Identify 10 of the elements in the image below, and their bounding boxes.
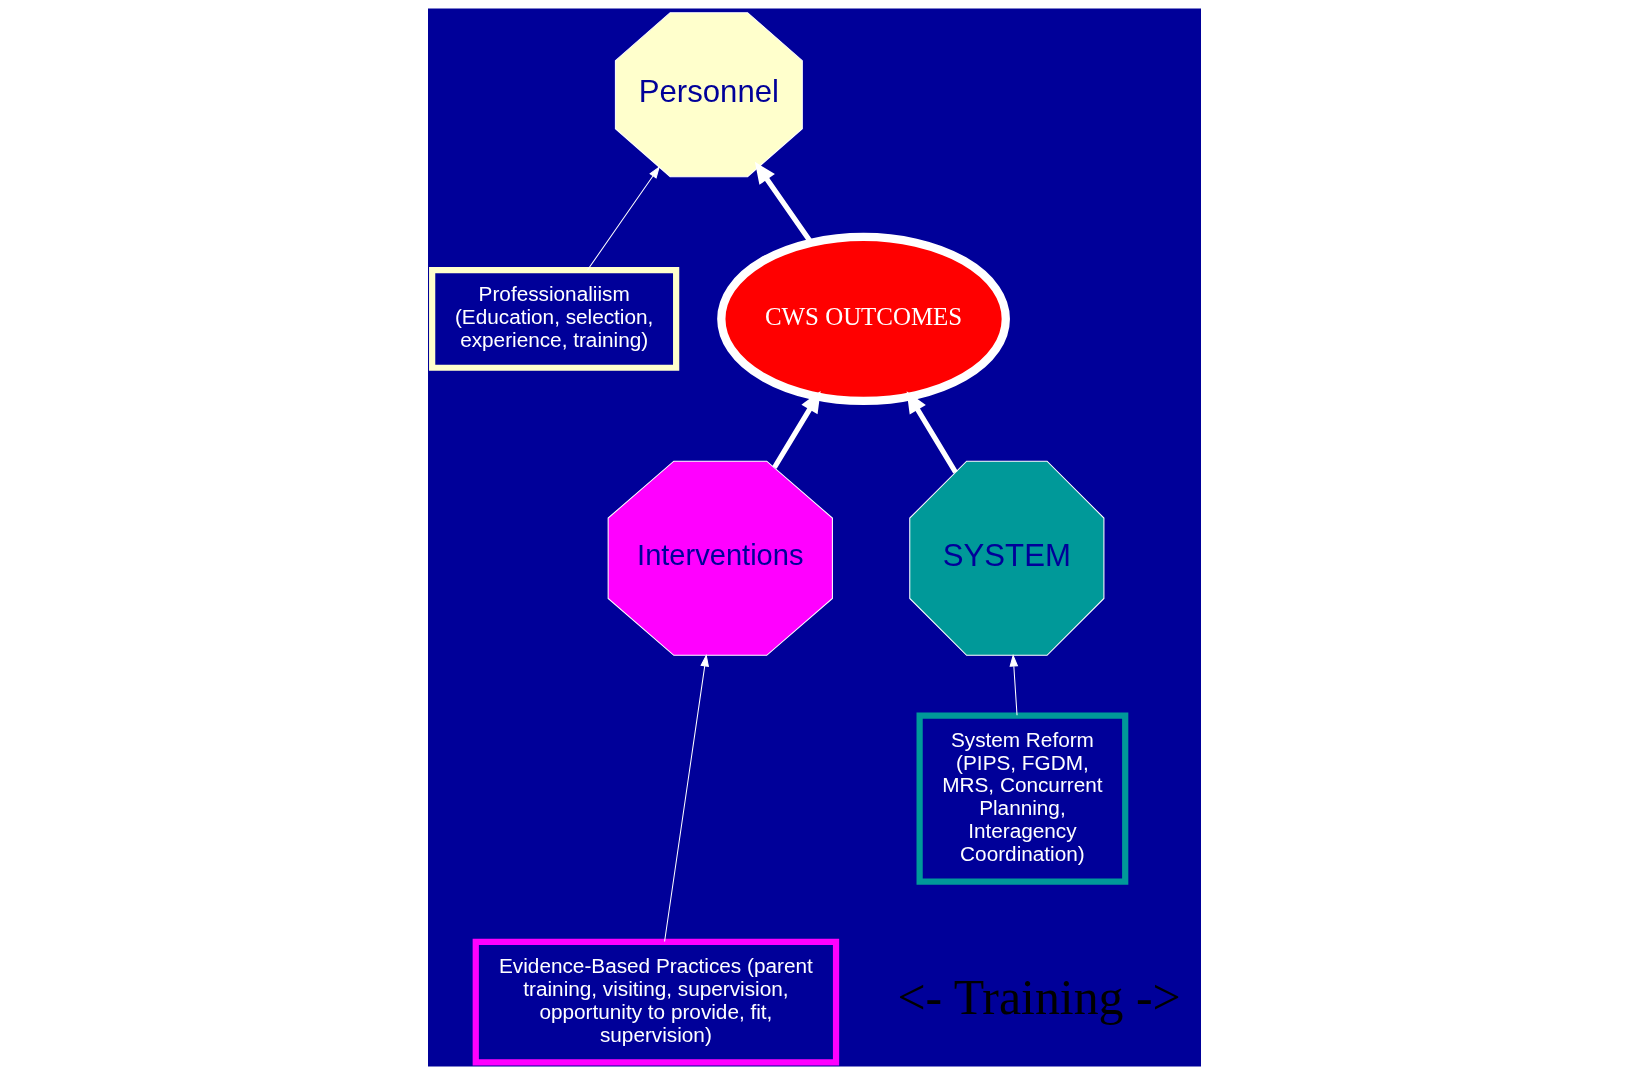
node-box: Evidence-Based Practices (parent training, visiting, supervision, opportunity to provide, fit, supervision) xyxy=(472,938,839,1066)
label: <- Training -> xyxy=(896,970,1181,1026)
arrow xyxy=(1009,654,1018,716)
arrow xyxy=(586,165,660,271)
node-ellipse: CWS OUTCOMES xyxy=(716,232,1010,406)
node-box: System Reform (PIPS, FGDM, MRS, Concurrent Planning, Interagency Coordination) xyxy=(916,712,1128,885)
node-box: Professionaliism (Education, selection, experience, training) xyxy=(428,267,679,371)
arrow xyxy=(771,391,821,469)
arrow xyxy=(906,391,958,474)
arrow xyxy=(663,653,709,943)
